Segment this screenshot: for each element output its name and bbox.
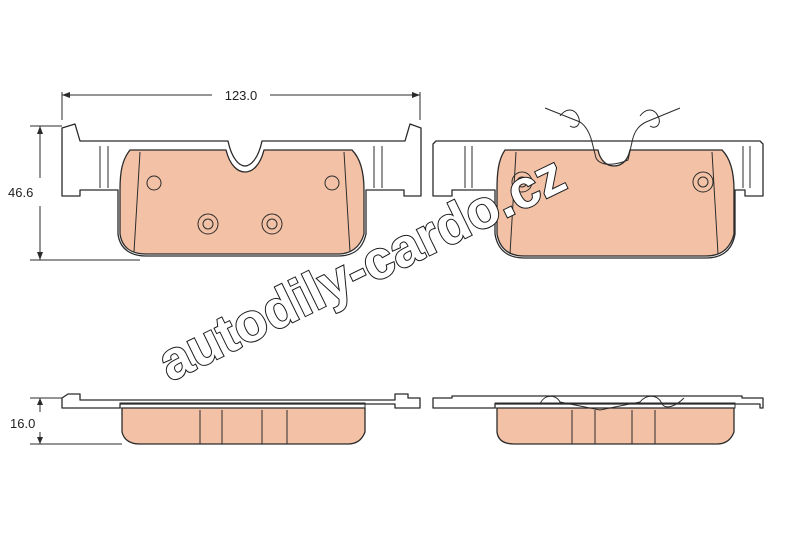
right-pad-front-view	[432, 107, 764, 259]
height-label: 46.6	[8, 185, 33, 200]
right-friction-lining	[496, 149, 735, 257]
height-dimension: 46.6	[8, 125, 140, 261]
right-side-plate	[432, 395, 764, 409]
left-pad-side-view	[61, 393, 421, 445]
left-side-plate	[61, 393, 421, 409]
thickness-label: 16.0	[10, 416, 35, 431]
left-friction-lining	[119, 149, 365, 255]
width-label: 123.0	[225, 88, 258, 103]
side-wear-indicator-clip	[539, 395, 685, 411]
thickness-dimension: 16.0	[10, 397, 122, 445]
left-pad-front-view	[61, 123, 422, 257]
wear-indicator-clip	[544, 107, 681, 165]
right-side-lining	[496, 407, 735, 445]
width-dimension: 123.0	[61, 88, 421, 120]
left-side-lining	[121, 407, 366, 445]
right-pad-side-view	[432, 395, 764, 445]
